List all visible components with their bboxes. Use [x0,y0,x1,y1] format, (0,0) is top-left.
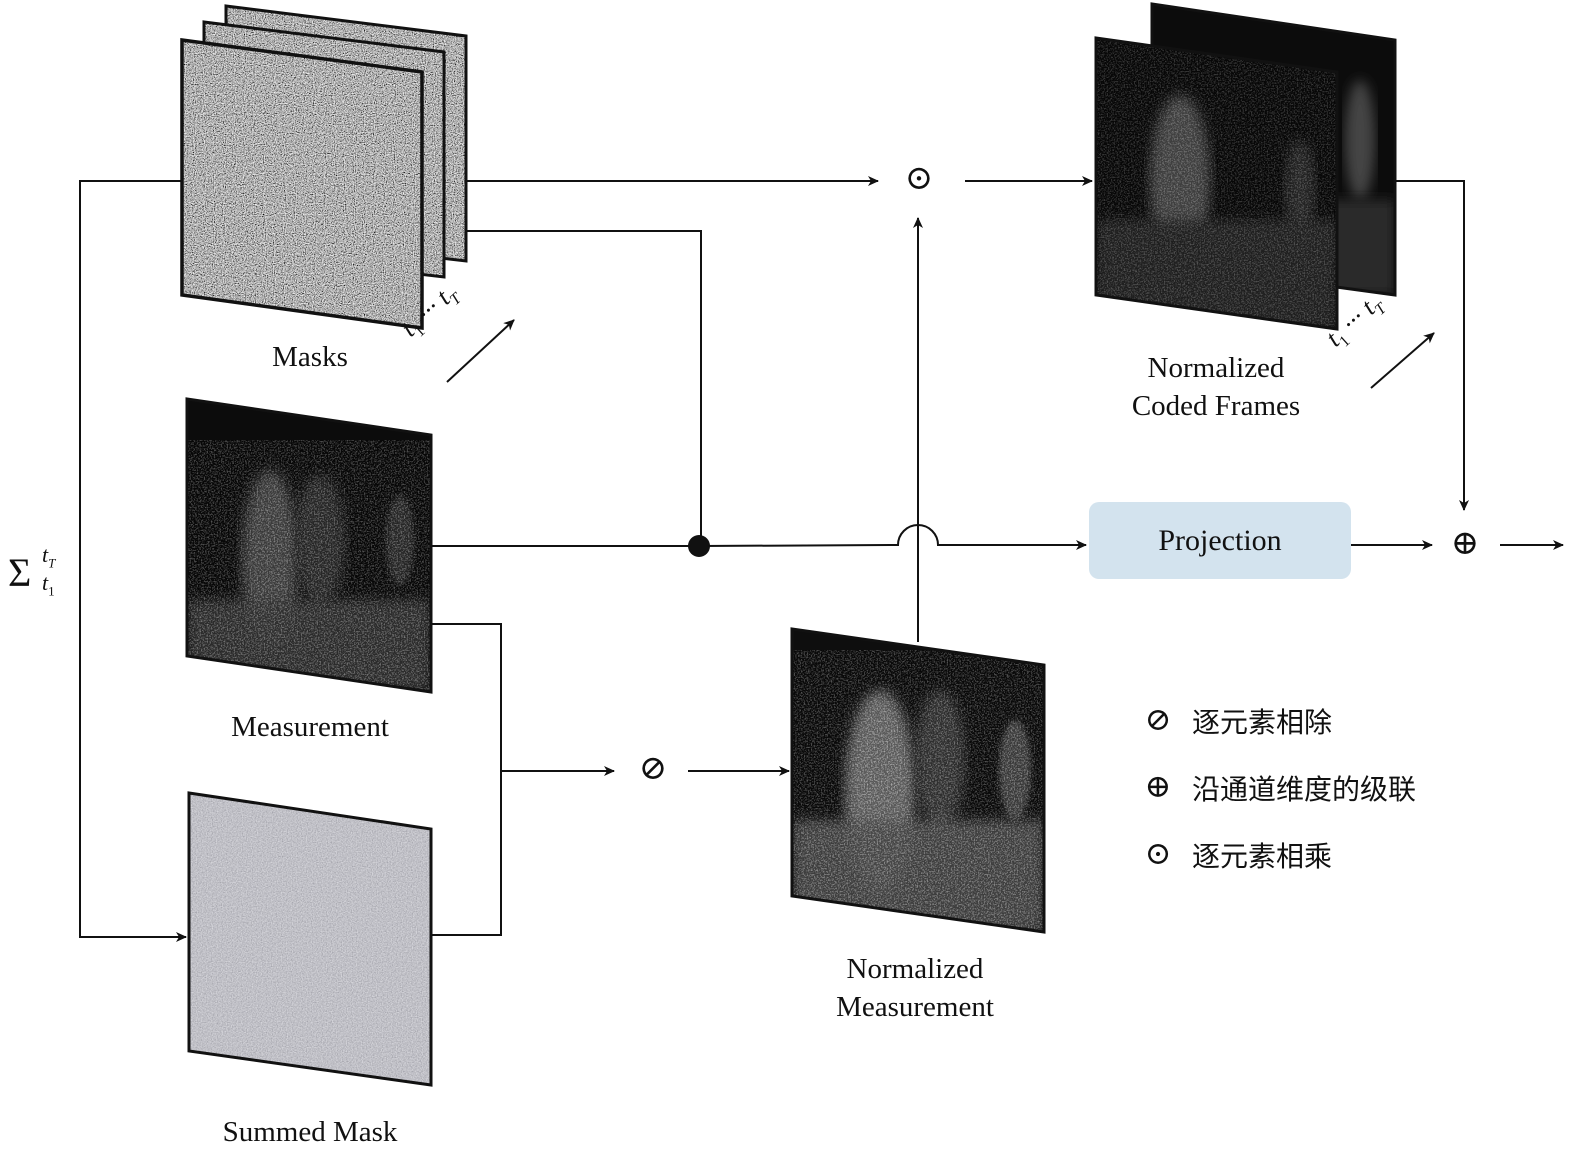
summation-operator: Σ tT t1 [8,542,56,599]
summed-mask-label: Summed Mask [222,1116,398,1148]
coded-frames-label-line1: Normalized [1147,352,1285,384]
legend-text-divide: 逐元素相除 [1192,706,1333,739]
normalized-measurement-image [790,627,1046,934]
masks-stack [180,4,468,331]
sum-lower: t1 [42,570,55,599]
normalized-measurement-label-line2: Measurement [836,991,994,1023]
masks-label: Masks [272,341,348,373]
measurement-label: Measurement [231,711,389,743]
connectors [79,176,1564,942]
multiply-operator: ⊙ [904,160,934,197]
divide-operator: ⊘ [638,750,668,787]
legend-text-concat: 沿通道维度的级联 [1192,773,1417,806]
projection-box: Projection [1089,502,1351,579]
legend-text-multiply: 逐元素相乘 [1192,840,1333,873]
concat-operator: ⊕ [1450,525,1480,562]
junction-dot [688,535,710,557]
legend-symbol-concat: ⊕ [1144,768,1172,804]
legend-symbol-multiply: ⊙ [1144,835,1172,871]
sum-upper: tT [42,542,56,571]
legend-symbol-divide: ⊘ [1144,701,1172,737]
projection-label: Projection [1158,523,1282,557]
normalized-measurement-label-line1: Normalized [846,953,984,985]
coded-frames-label-line2: Coded Frames [1131,390,1301,422]
coded-frames-stack [1094,2,1397,331]
measurement-image [185,397,433,694]
summed-mask-image [187,791,433,1087]
